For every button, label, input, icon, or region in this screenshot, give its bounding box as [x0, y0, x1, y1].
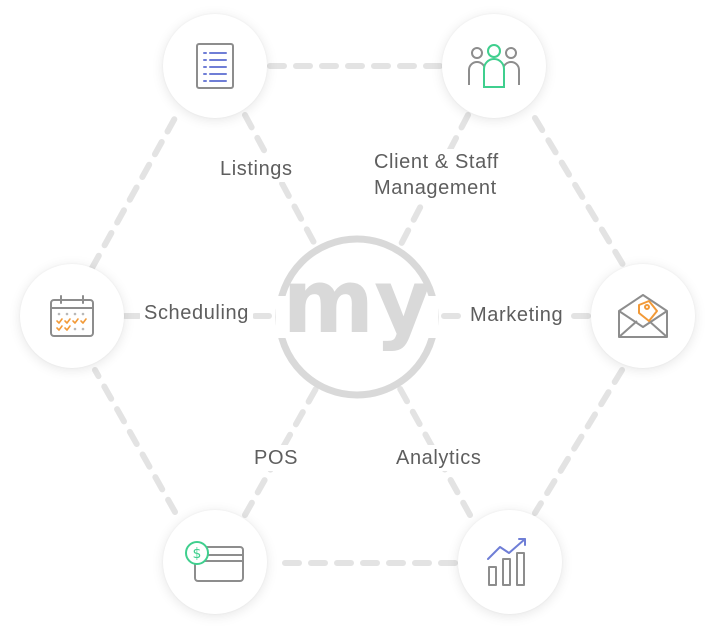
bar-chart-trend-icon — [487, 538, 526, 586]
node-listings[interactable] — [163, 14, 267, 118]
label-analytics: Analytics — [392, 445, 486, 471]
node-scheduling[interactable] — [20, 264, 124, 368]
connector-client-marketing — [532, 115, 628, 271]
label-scheduling: Scheduling — [140, 300, 253, 326]
label-client-staff-management: Client & Staff Management — [370, 149, 503, 201]
label-pos: POS — [250, 445, 303, 471]
connector-pos-scheduling — [92, 367, 178, 515]
spoke-listings — [242, 112, 321, 253]
dollar-card-icon: $ — [185, 541, 244, 582]
spoke-analytics — [395, 382, 473, 518]
logo-text: my — [282, 250, 431, 353]
envelope-tag-icon — [618, 294, 668, 338]
label-marketing: Marketing — [466, 302, 568, 328]
node-marketing[interactable] — [591, 264, 695, 368]
connector-marketing-analytics — [532, 367, 625, 516]
document-list-icon — [196, 43, 234, 89]
my-logo: my — [275, 235, 439, 399]
node-analytics[interactable] — [458, 510, 562, 614]
connector-scheduling-listings — [89, 115, 178, 271]
spoke-pos — [242, 382, 321, 518]
label-listings: Listings — [216, 156, 297, 182]
node-pos[interactable]: $ — [163, 510, 267, 614]
calendar-icon — [50, 295, 94, 337]
node-client-staff[interactable] — [442, 14, 546, 118]
people-group-icon — [468, 44, 520, 88]
svg-text:$: $ — [193, 546, 202, 562]
